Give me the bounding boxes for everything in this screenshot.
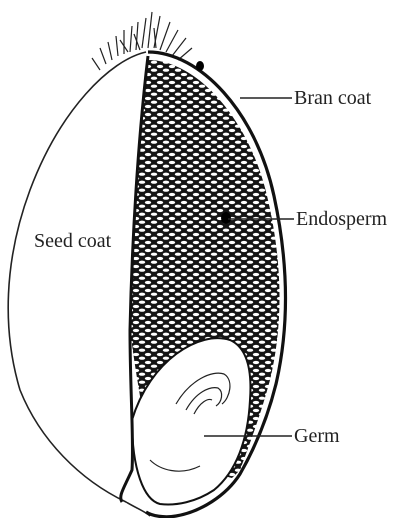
seed-coat-outline [8, 52, 150, 516]
top-spot [196, 61, 204, 71]
label-bran-coat: Bran coat [294, 88, 371, 108]
endosperm-spot [221, 212, 231, 224]
label-endosperm: Endosperm [296, 209, 387, 229]
brush-hairs [92, 12, 192, 70]
label-seed-coat: Seed coat [34, 231, 111, 251]
label-germ: Germ [294, 426, 340, 446]
